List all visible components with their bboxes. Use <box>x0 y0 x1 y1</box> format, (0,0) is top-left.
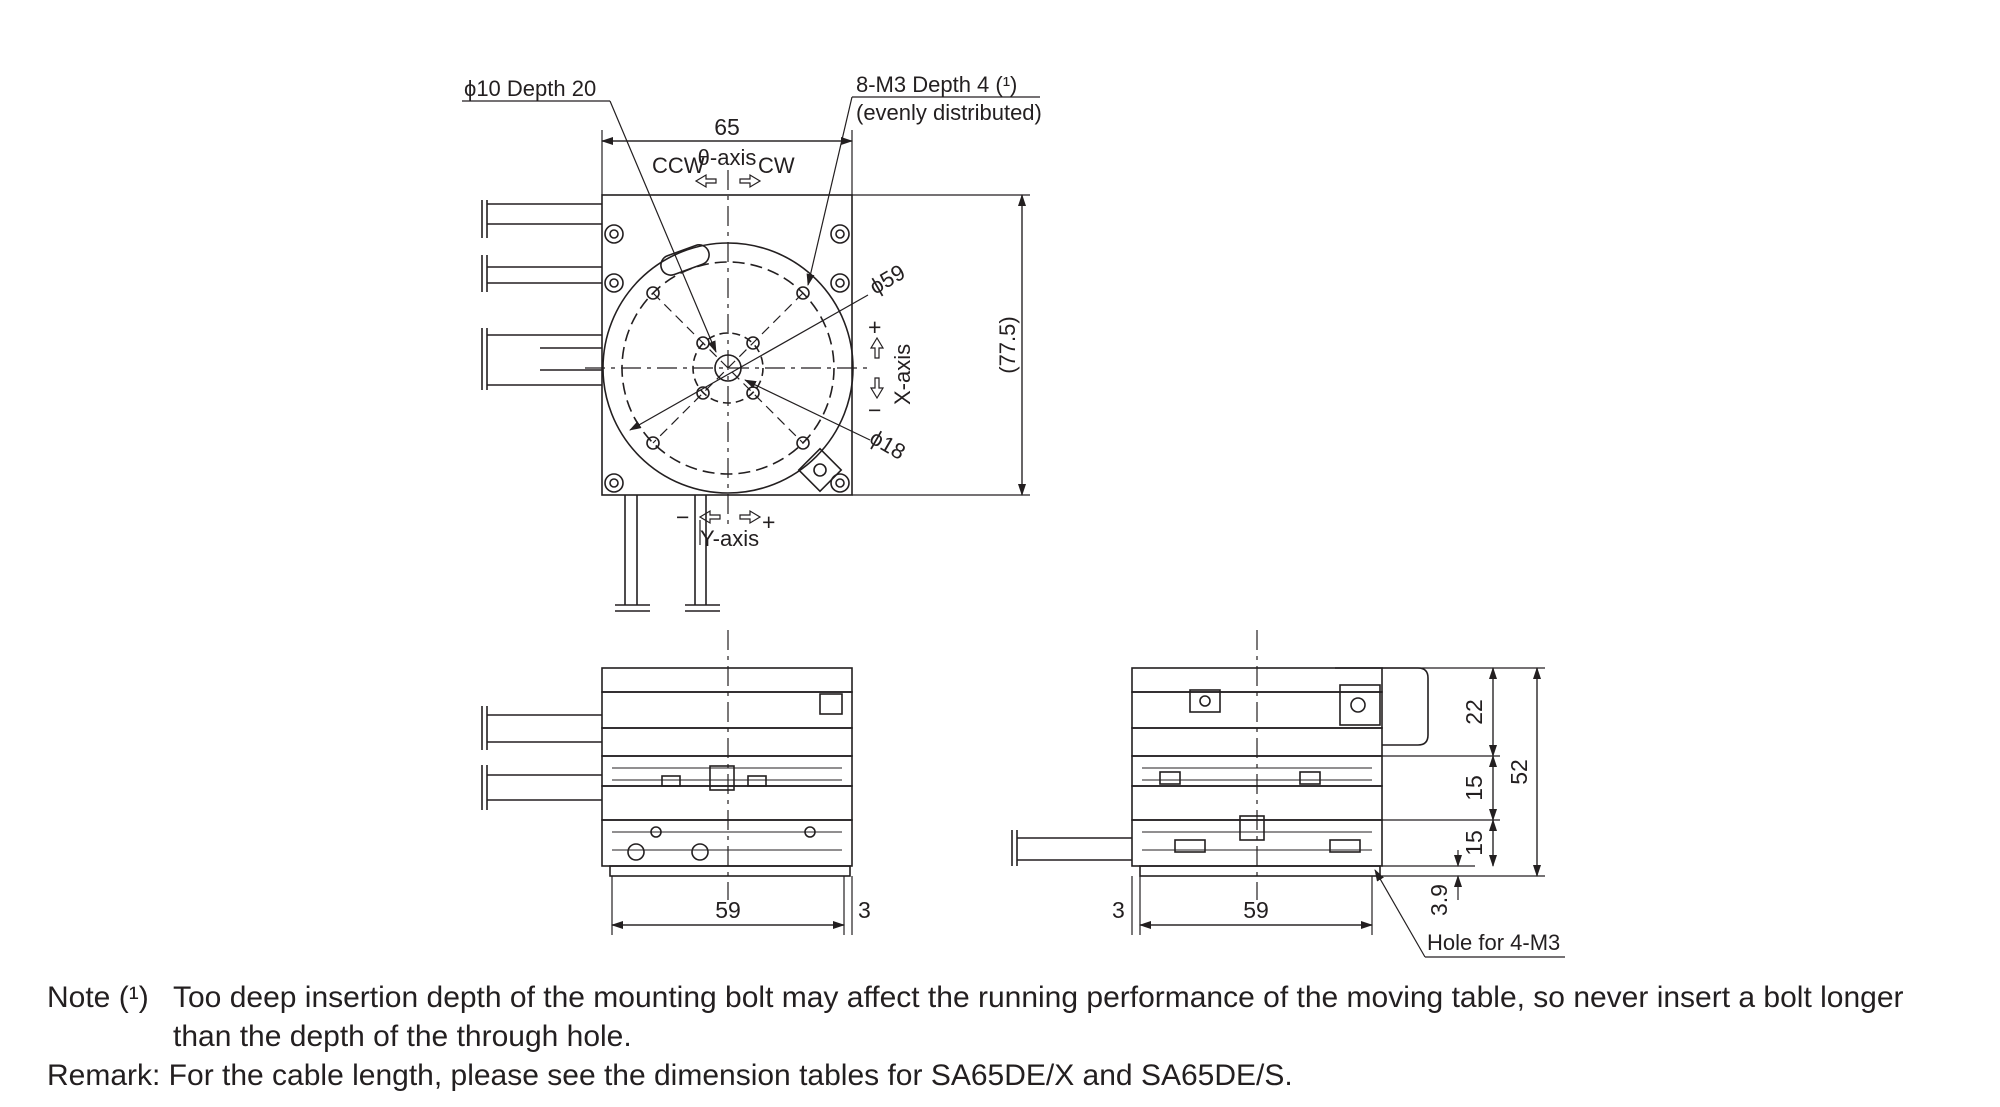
holes-callout: 8-M3 Depth 4 (¹) <box>856 72 1017 97</box>
bottom-cables <box>615 495 720 612</box>
hole-callout: Hole for 4-M3 <box>1427 930 1560 955</box>
dia-59-label: ϕ59 <box>865 259 909 299</box>
x-axis-label: X-axis <box>890 344 915 405</box>
side-dim-22: 22 <box>1461 699 1487 725</box>
remark-line: Remark: For the cable length, please see… <box>47 1059 1293 1092</box>
y-plus-label: + <box>762 509 775 535</box>
left-cables <box>481 200 602 390</box>
corner-screws <box>604 224 850 493</box>
notes-block: Note (¹)Too deep insertion depth of the … <box>47 978 1904 1095</box>
top-plate <box>601 194 853 496</box>
front-view <box>481 630 853 935</box>
note-text-1: Too deep insertion depth of the mounting… <box>173 981 1904 1014</box>
y-minus-label: − <box>676 504 689 530</box>
side-dim-15-low: 15 <box>1461 830 1487 856</box>
ccw-label: CCW <box>652 153 705 178</box>
holes-callout-sub: (evenly distributed) <box>856 100 1042 125</box>
bore-callout: ϕ10 Depth 20 <box>464 76 596 101</box>
y-axis-label: Y-axis <box>700 526 759 551</box>
side-dim-3: 3 <box>1112 897 1125 923</box>
x-minus-label: − <box>868 397 881 423</box>
side-dim-3-9: 3.9 <box>1426 884 1452 916</box>
side-dim-15-mid: 15 <box>1461 775 1487 801</box>
side-dim-52: 52 <box>1506 759 1532 785</box>
side-dim-59: 59 <box>1243 897 1269 923</box>
dim-width-65: 65 <box>714 114 740 140</box>
note-sup: (¹) <box>118 981 149 1014</box>
note-label-text: Note <box>47 981 111 1014</box>
side-view <box>1011 630 1565 958</box>
top-view <box>462 96 1040 612</box>
dim-height-77-5: (77.5) <box>995 316 1020 373</box>
cw-label: CW <box>758 153 795 178</box>
pcd-holes <box>646 286 810 450</box>
front-dim-3: 3 <box>858 897 871 923</box>
dia-18-label: ϕ18 <box>866 425 910 465</box>
note-label: Note (¹) <box>47 978 173 1017</box>
theta-axis-label: θ-axis <box>698 145 757 170</box>
note-line-2: than the depth of the through hole. <box>173 1020 632 1053</box>
note-line-1: Note (¹)Too deep insertion depth of the … <box>47 978 1904 1017</box>
front-dim-59: 59 <box>715 897 741 923</box>
x-plus-label: + <box>868 314 881 340</box>
